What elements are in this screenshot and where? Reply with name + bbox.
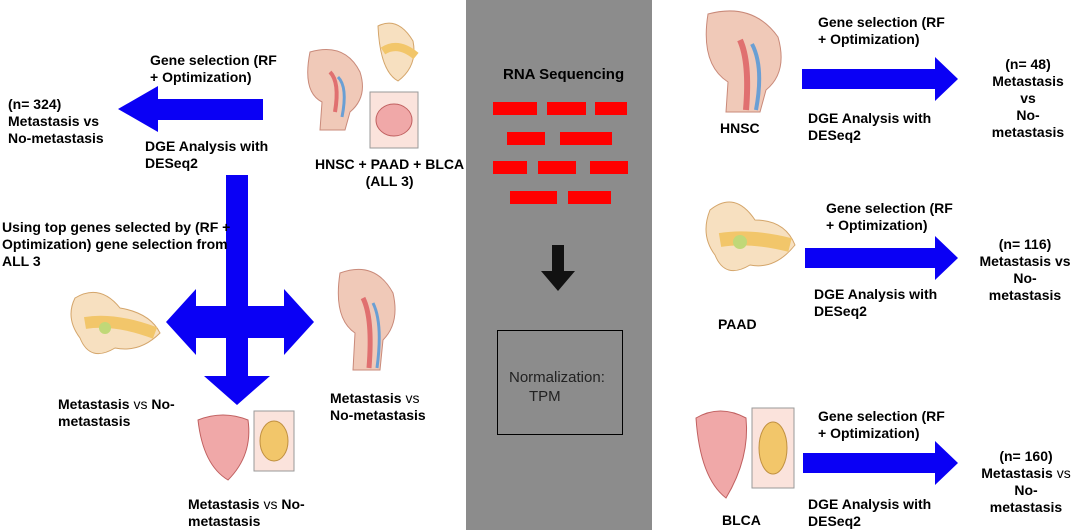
blca-outcome-label: Metastasis vs No- metastasis — [188, 496, 305, 529]
read-dash — [507, 132, 545, 145]
head-neck-illustration-icon — [307, 49, 363, 131]
read-dash — [510, 191, 557, 204]
bladder-illustration-icon — [197, 410, 295, 481]
paad-dge-label: DGE Analysis with DESeq2 — [814, 286, 938, 319]
hnsc-label: HNSC — [720, 120, 760, 136]
bladder-illustration-icon — [369, 91, 419, 149]
using-top-genes-label: Using top genes selected by (RF + Optimi… — [2, 219, 231, 269]
bladder-illustration-icon — [695, 407, 795, 499]
read-dash — [595, 102, 627, 115]
read-dash — [547, 102, 586, 115]
right-arrow-icon — [805, 236, 958, 280]
pancreas-illustration-icon — [705, 201, 796, 272]
read-dash — [560, 132, 612, 145]
paad-result-label: (n= 116) Metastasis vs No-metastasis — [979, 236, 1071, 303]
read-dash — [538, 161, 576, 174]
hnsc-dge-label: DGE Analysis with DESeq2 — [808, 110, 932, 143]
hnsc-result-label: (n= 48) Metastasis vs No-metastasis — [991, 56, 1065, 140]
hnsc-outcome-label: Metastasis vs No-metastasis — [330, 390, 426, 423]
down-arrow-icon — [541, 245, 575, 291]
combined-cohort-label: HNSC + PAAD + BLCA (ALL 3) — [315, 156, 465, 189]
hnsc-gene-selection-label: Gene selection (RF + Optimization) — [818, 14, 945, 47]
pancreas-illustration-icon — [70, 291, 161, 355]
read-dash — [568, 191, 611, 204]
blca-gene-selection-label: Gene selection (RF + Optimization) — [818, 408, 945, 441]
paad-outcome-label: Metastasis vs No- metastasis — [58, 396, 175, 429]
combined-gene-selection-label: Gene selection (RF + Optimization) — [150, 52, 277, 85]
read-dash — [493, 102, 537, 115]
blca-result-label: (n= 160) Metastasis vs No-metastasis — [981, 448, 1071, 515]
blca-dge-label: DGE Analysis with DESeq2 — [808, 496, 932, 529]
right-arrow-icon — [802, 57, 958, 101]
read-dash — [493, 161, 527, 174]
left-arrow-icon — [118, 86, 263, 132]
head-neck-illustration-icon — [705, 10, 782, 113]
right-arrow-icon — [803, 441, 958, 485]
head-neck-illustration-icon — [337, 268, 396, 371]
normalization-box — [497, 330, 623, 435]
normalization-label: Normalization: TPM — [509, 369, 605, 405]
blca-label: BLCA — [722, 512, 761, 528]
pancreas-illustration-icon — [377, 22, 419, 82]
rna-seq-title: RNA Sequencing — [503, 66, 625, 83]
combined-result-label: (n= 324) Metastasis vs No-metastasis — [8, 96, 104, 146]
combined-dge-label: DGE Analysis with DESeq2 — [145, 138, 269, 171]
cross-arrow-icon — [166, 175, 314, 405]
paad-label: PAAD — [718, 316, 757, 332]
paad-gene-selection-label: Gene selection (RF + Optimization) — [826, 200, 953, 233]
read-dash — [590, 161, 628, 174]
